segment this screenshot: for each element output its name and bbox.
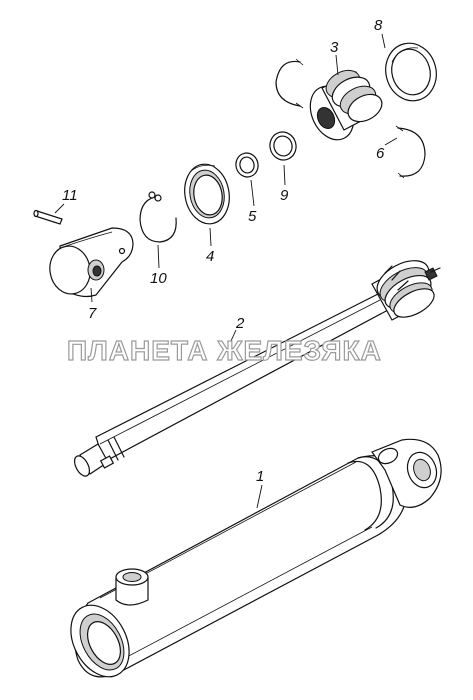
label-part-11: 11 — [62, 187, 78, 204]
piston-rod — [74, 260, 441, 477]
label-part-7: 7 — [88, 305, 97, 322]
label-part-2: 2 — [235, 315, 245, 332]
retaining-ring — [275, 58, 304, 109]
label-part-1: 1 — [256, 468, 264, 485]
pin-11 — [33, 209, 63, 225]
watermark: ПЛАНЕТА ЖЕЛЕЗЯКА — [67, 335, 382, 366]
label-part-5: 5 — [248, 208, 257, 225]
label-part-9: 9 — [280, 187, 289, 204]
snap-ring-6 — [395, 125, 426, 179]
ring-9 — [269, 131, 297, 161]
bushing-4 — [184, 163, 230, 225]
cylinder-body — [70, 438, 442, 678]
circlip-10 — [139, 191, 177, 243]
ring-8 — [385, 42, 437, 102]
label-part-3: 3 — [330, 39, 339, 56]
label-part-10: 10 — [150, 270, 167, 287]
label-part-8: 8 — [374, 17, 383, 34]
rod-end-7 — [49, 227, 134, 298]
label-part-6: 6 — [376, 145, 385, 162]
ring-5 — [235, 152, 259, 178]
piston — [309, 69, 383, 141]
label-part-4: 4 — [206, 248, 214, 265]
